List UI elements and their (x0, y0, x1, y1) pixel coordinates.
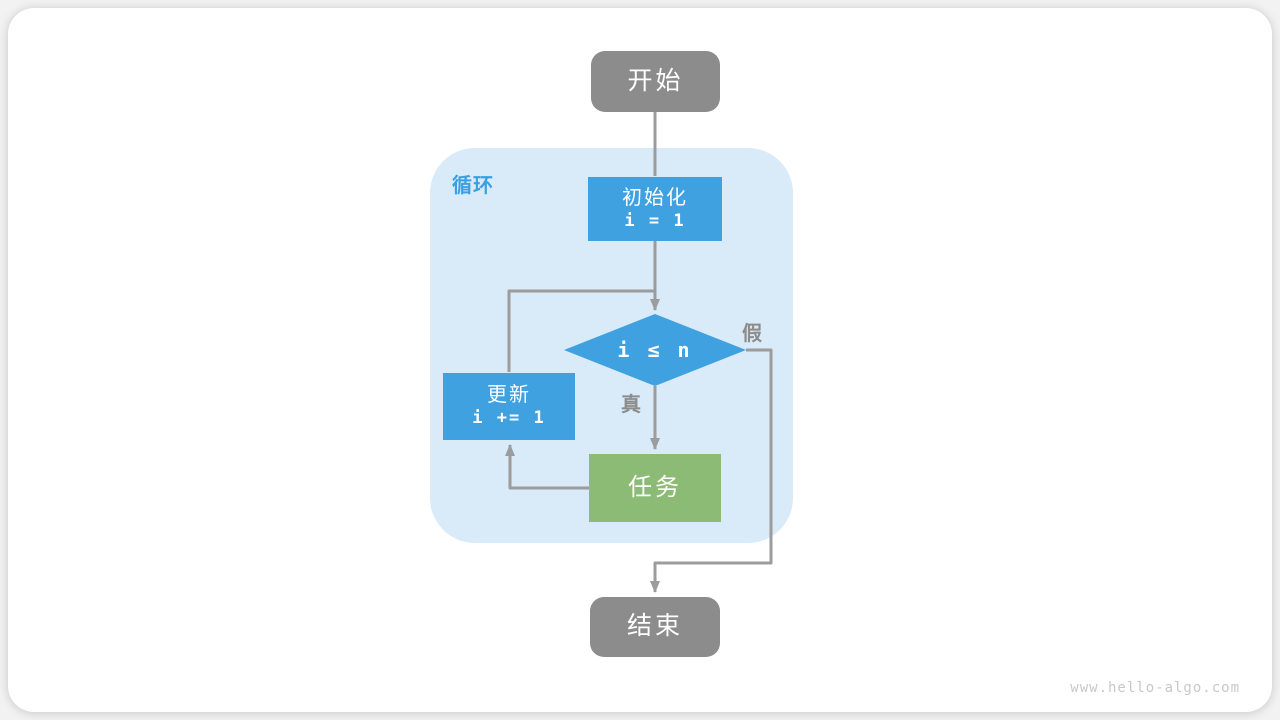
edge-update-to-junction (507, 289, 655, 372)
node-end: 结束 (590, 597, 720, 657)
node-update-code: i += 1 (472, 408, 546, 429)
node-start-label: 开始 (627, 66, 684, 95)
edge-condition-false-to-end (650, 348, 773, 593)
node-update: 更新 i += 1 (443, 373, 575, 440)
node-init-title: 初始化 (622, 186, 688, 209)
edge-task-to-update (505, 444, 589, 490)
node-condition: i ≤ n (564, 314, 746, 386)
node-task: 任务 (589, 454, 721, 522)
node-init-code: i = 1 (624, 210, 686, 231)
watermark: www.hello-algo.com (1070, 680, 1240, 696)
node-start: 开始 (591, 51, 720, 112)
edge-label-true: 真 (621, 394, 641, 416)
node-task-label: 任务 (628, 474, 682, 501)
node-end-label: 结束 (626, 612, 683, 641)
edge-label-false: 假 (742, 323, 762, 345)
loop-region-label: 循环 (452, 175, 494, 197)
node-condition-code: i ≤ n (617, 338, 693, 362)
node-init: 初始化 i = 1 (588, 177, 722, 241)
node-update-title: 更新 (487, 384, 531, 407)
